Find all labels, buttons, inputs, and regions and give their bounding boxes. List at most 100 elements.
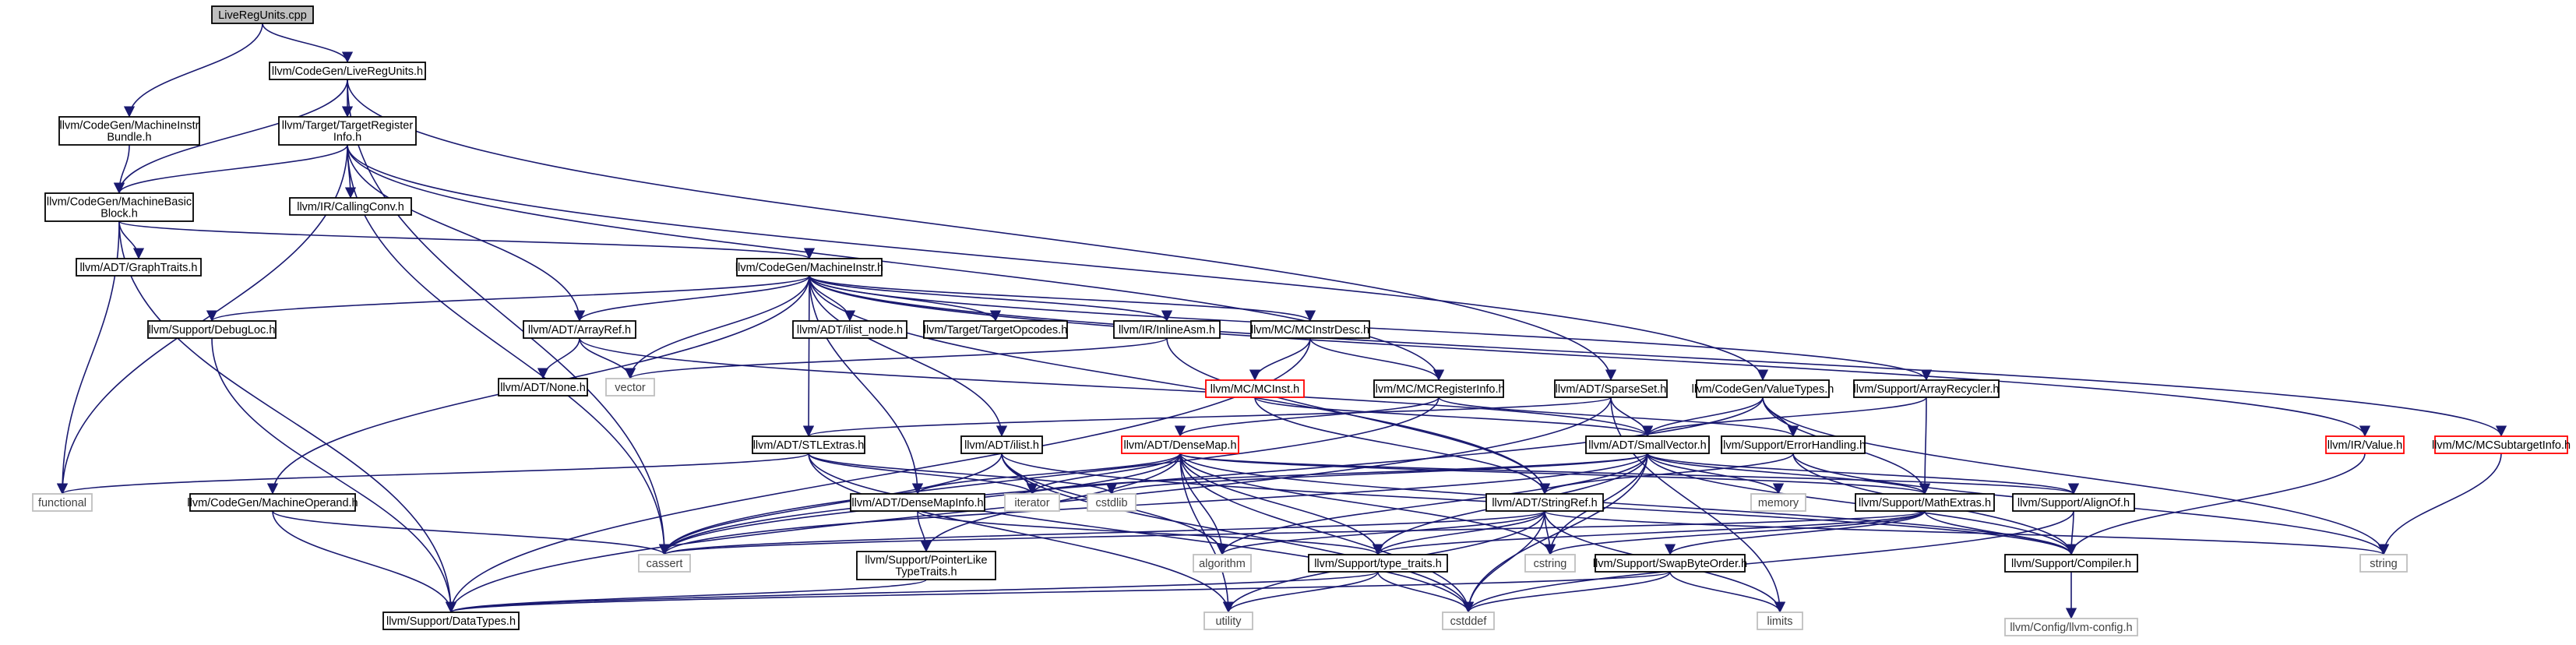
node-label: llvm/ADT/StringRef.h (1492, 497, 1597, 509)
edge-llvm-codegen-machineinstr-h-to-llvm-adt-arrayref-h (573, 275, 810, 322)
node-label: llvm/Support/Compiler.h (2011, 558, 2131, 570)
edge-llvm-support-mathextras-h-to-llvm-support-compiler-h (1924, 510, 2077, 555)
node-label: llvm/ADT/STLExtras.h (753, 439, 865, 452)
node-label: iterator (1014, 497, 1049, 509)
node-llvm-mc-mcinstrdesc-h[interactable]: llvm/MC/MCInstrDesc.h (1250, 320, 1370, 339)
node-llvm-adt-arrayref-h[interactable]: llvm/ADT/ArrayRef.h (523, 320, 636, 339)
node-box (1205, 379, 1305, 398)
node-llvm-support-type-traits-h[interactable]: llvm/Support/type_traits.h (1308, 554, 1448, 573)
node-box (1193, 554, 1252, 573)
node-llvm-support-errorhandling-h[interactable]: llvm/Support/ErrorHandling.h (1721, 435, 1866, 454)
node-llvm-ir-callingconv-h[interactable]: llvm/IR/CallingConv.h (289, 197, 412, 216)
node-llvm-adt-ilist-h[interactable]: llvm/ADT/ilist.h (960, 435, 1043, 454)
node-box (1721, 435, 1866, 454)
node-box (1595, 554, 1746, 573)
node-llvm-adt-ilist-node-h[interactable]: llvm/ADT/ilist_node.h (792, 320, 907, 339)
node-box (189, 493, 356, 512)
node-box (923, 320, 1068, 339)
edge-llvm-adt-smallvector-h-to-cassert (659, 453, 1648, 555)
node-llvm-adt-sparseset-h[interactable]: llvm/ADT/SparseSet.h (1554, 379, 1668, 398)
edge-liveregunits-cpp-to-llvm-codegen-liveregunits-h (262, 23, 354, 63)
node-llvm-ir-value-h[interactable]: llvm/IR/Value.h (2325, 435, 2405, 454)
edge-llvm-codegen-machineinstr-h-to-llvm-adt-stringref-h (809, 275, 1551, 495)
edge-llvm-adt-stringref-h-to-cstddef (1462, 510, 1545, 613)
edge-llvm-adt-stringref-h-to-string (1544, 510, 2389, 555)
node-llvm-codegen-machineoperand-h[interactable]: llvm/CodeGen/MachineOperand.h (187, 493, 358, 512)
edge-llvm-codegen-machineinstr-h-to-llvm-adt-ilist-h (809, 275, 1008, 437)
node-llvm-support-swapbyteorder-h[interactable]: llvm/Support/SwapByteOrder.h (1593, 554, 1747, 573)
node-box (1113, 320, 1221, 339)
node-llvm-adt-densemapinfo-h[interactable]: llvm/ADT/DenseMapInfo.h (850, 493, 985, 512)
node-box (523, 320, 636, 339)
edge-llvm-adt-densemap-h-to-llvm-support-mathextras-h (1179, 453, 1930, 495)
edge-llvm-codegen-machinebasicblock-h-to-llvm-support-datatypes-h (118, 220, 457, 613)
node-label: cstddef (1450, 615, 1488, 628)
edge-llvm-codegen-machineinstr-h-to-llvm-mc-mcsubtargetinfo-h (809, 275, 2507, 437)
node-label: llvm/Support/AlignOf.h (2017, 497, 2130, 509)
edge-llvm-mc-mcregisterinfo-h-to-cassert (658, 397, 1440, 555)
node-llvm-support-alignof-h[interactable]: llvm/Support/AlignOf.h (2012, 493, 2135, 512)
node-string: string (2359, 554, 2408, 573)
edge-llvm-mc-mcinst-h-to-llvm-adt-smallvector-h (1254, 397, 1653, 437)
node-box (289, 197, 412, 216)
node-label: llvm/Support/MathExtras.h (1859, 497, 1991, 509)
node-llvm-support-datatypes-h[interactable]: llvm/Support/DataTypes.h (382, 612, 520, 630)
node-label: llvm/Support/type_traits.h (1314, 558, 1442, 570)
edge-llvm-target-targetregisterinfo-h-to-llvm-mc-mcregisterinfo-h (347, 144, 1445, 381)
node-box (2004, 618, 2138, 636)
edge-llvm-support-mathextras-h-to-cstring (1545, 510, 1926, 555)
node-liveregunits-cpp[interactable]: LiveRegUnits.cpp (211, 5, 314, 24)
node-box (1855, 493, 1995, 512)
edge-llvm-adt-densemap-h-to-utility (1179, 453, 1235, 613)
edge-llvm-codegen-machineoperand-h-to-cassert (272, 510, 670, 555)
node-llvm-adt-none-h[interactable]: llvm/ADT/None.h (498, 378, 588, 397)
node-limits: limits (1757, 612, 1803, 630)
node-llvm-mc-mcsubtargetinfo-h[interactable]: llvm/MC/MCSubtargetInfo.h (2432, 435, 2571, 454)
node-label: llvm/ADT/SmallVector.h (1588, 439, 1707, 452)
node-label: llvm/ADT/None.h (500, 382, 586, 394)
node-llvm-target-targetopcodes-h[interactable]: llvm/Target/TargetOpcodes.h (923, 320, 1068, 339)
node-box (960, 435, 1043, 454)
node-box (1585, 435, 1710, 454)
node-label: memory (1758, 497, 1799, 509)
edge-llvm-support-errorhandling-h-to-llvm-adt-stringref-h (1538, 453, 1794, 495)
node-box (850, 493, 985, 512)
node-label: llvm/ADT/ArrayRef.h (528, 324, 631, 337)
node-label: Block.h (100, 208, 138, 220)
node-box (2004, 554, 2138, 573)
node-label: functional (38, 497, 86, 509)
node-llvm-ir-inlineasm-h[interactable]: llvm/IR/InlineAsm.h (1113, 320, 1221, 339)
node-llvm-adt-smallvector-h[interactable]: llvm/ADT/SmallVector.h (1585, 435, 1710, 454)
node-llvm-codegen-valuetypes-h[interactable]: llvm/CodeGen/ValueTypes.h (1692, 379, 1834, 398)
node-llvm-support-compiler-h[interactable]: llvm/Support/Compiler.h (2004, 554, 2138, 573)
edge-llvm-target-targetregisterinfo-h-to-llvm-adt-arrayref-h (347, 144, 586, 322)
node-llvm-mc-mcregisterinfo-h[interactable]: llvm/MC/MCRegisterInfo.h (1373, 379, 1505, 398)
edge-llvm-adt-densemap-h-to-llvm-adt-densemapinfo-h (911, 453, 1181, 495)
node-llvm-adt-stringref-h[interactable]: llvm/ADT/StringRef.h (1485, 493, 1604, 512)
node-llvm-mc-mcinst-h[interactable]: llvm/MC/MCInst.h (1205, 379, 1305, 398)
node-llvm-support-mathextras-h[interactable]: llvm/Support/MathExtras.h (1855, 493, 1995, 512)
node-llvm-adt-stlextras-h[interactable]: llvm/ADT/STLExtras.h (752, 435, 865, 454)
node-box (1554, 379, 1668, 398)
edge-llvm-codegen-valuetypes-h-to-llvm-adt-smallvector-h (1641, 397, 1764, 437)
node-box (1696, 379, 1830, 398)
node-llvm-codegen-machineinstr-h[interactable]: llvm/CodeGen/MachineInstr.h (735, 258, 883, 277)
node-llvm-codegen-liveregunits-h[interactable]: llvm/CodeGen/LiveRegUnits.h (269, 62, 426, 80)
node-box (269, 62, 426, 80)
node-llvm-support-arrayrecycler-h[interactable]: llvm/Support/ArrayRecycler.h (1853, 379, 2000, 398)
node-label: string (2370, 558, 2397, 570)
node-llvm-adt-graphtraits-h[interactable]: llvm/ADT/GraphTraits.h (76, 258, 202, 277)
node-llvm-support-debugloc-h[interactable]: llvm/Support/DebugLoc.h (147, 320, 277, 339)
node-memory: memory (1750, 493, 1806, 512)
edge-llvm-adt-smallvector-h-to-iterator (1027, 453, 1648, 495)
edge-llvm-mc-mcinstrdesc-h-to-llvm-mc-mcinst-h (1249, 337, 1311, 381)
edge-llvm-adt-densemapinfo-h-to-llvm-support-type-traits-h (917, 510, 1383, 555)
node-box (1442, 612, 1495, 630)
node-box (792, 320, 907, 339)
node-box (58, 116, 200, 146)
node-llvm-adt-densemap-h[interactable]: llvm/ADT/DenseMap.h (1121, 435, 1239, 454)
